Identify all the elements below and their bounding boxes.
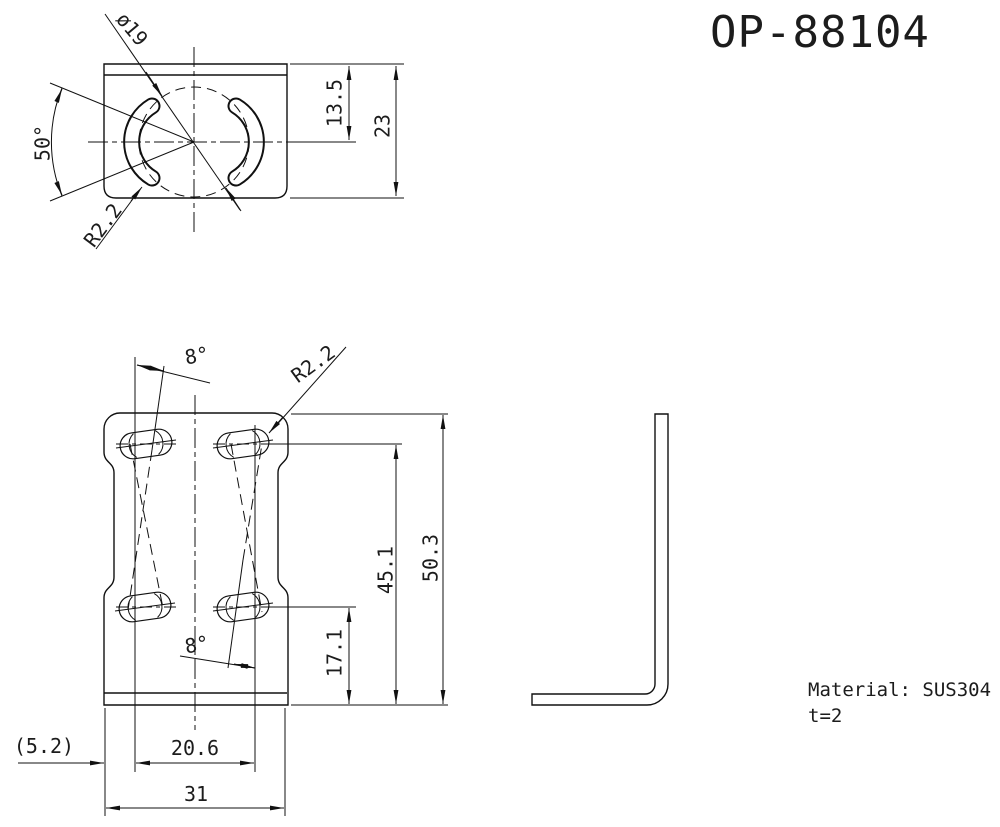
slot-axis <box>212 439 274 449</box>
dim-angle-top-arrow <box>149 365 165 372</box>
slot-axis <box>114 602 176 612</box>
top-view: ø19 50° R2.2 13.5 23 <box>31 7 404 252</box>
side-view-outline <box>531 413 669 706</box>
front-view-outline <box>103 412 289 706</box>
diameter-arrow-lower <box>225 187 242 212</box>
front-view: 8° R2.2 45.1 50.3 17.1 8° 20.6 31 (5.2) <box>14 340 448 816</box>
tilt-cross <box>230 443 263 613</box>
dim-slot-angle-top-label: 8° <box>183 342 211 370</box>
dim-diameter-label: ø19 <box>111 7 153 50</box>
drawing-title: OP-88104 <box>710 7 930 58</box>
diameter-dim-line <box>104 13 241 211</box>
dim-height-label: 50.3 <box>419 534 443 582</box>
dim-radius-label: R2.2 <box>79 199 127 252</box>
dim-center-offset-label: 13.5 <box>323 79 347 127</box>
title-block: OP-88104 Material: SUS304 t=2 <box>710 7 991 727</box>
slot-axis <box>212 602 274 612</box>
dim-slot-height-label: 45.1 <box>374 546 398 594</box>
angle-arrow-bottom <box>54 181 63 196</box>
dim-slot-spacing-label: 20.6 <box>171 736 219 760</box>
side-view <box>531 413 669 706</box>
tilt-ref-bottom <box>227 559 244 669</box>
dim-angle-top-arrow <box>136 364 152 371</box>
radius-arrow <box>130 186 143 202</box>
slot-axis <box>115 439 177 449</box>
tilt-cross <box>242 443 263 561</box>
tilt-cross <box>129 443 164 609</box>
dim-radius-front-label: R2.2 <box>287 340 340 388</box>
diameter-arrow-upper <box>145 71 163 97</box>
dim-angle-label: 50° <box>31 125 55 161</box>
dim-depth-label: 23 <box>371 114 395 138</box>
radius-leader-front <box>272 346 347 430</box>
top-view-outline <box>103 63 288 199</box>
dim-slot-angle-bottom-label: 8° <box>183 631 211 659</box>
dim-edge-offset-label: (5.2) <box>14 734 74 758</box>
tilt-ref-top <box>151 365 165 451</box>
dim-width-label: 31 <box>184 782 208 806</box>
angle-ray-lower <box>49 141 195 202</box>
dim-angle-bottom-arrow <box>240 663 256 669</box>
angle-arrow-top <box>54 88 63 103</box>
thickness-note: t=2 <box>808 705 842 727</box>
material-note: Material: SUS304 <box>808 679 991 701</box>
radius-leader <box>95 191 139 250</box>
angle-ray-upper <box>49 82 195 143</box>
tilt-cross <box>127 449 153 611</box>
radius-arrow-front <box>268 416 284 434</box>
dim-lower-slot-height-label: 17.1 <box>323 629 347 677</box>
